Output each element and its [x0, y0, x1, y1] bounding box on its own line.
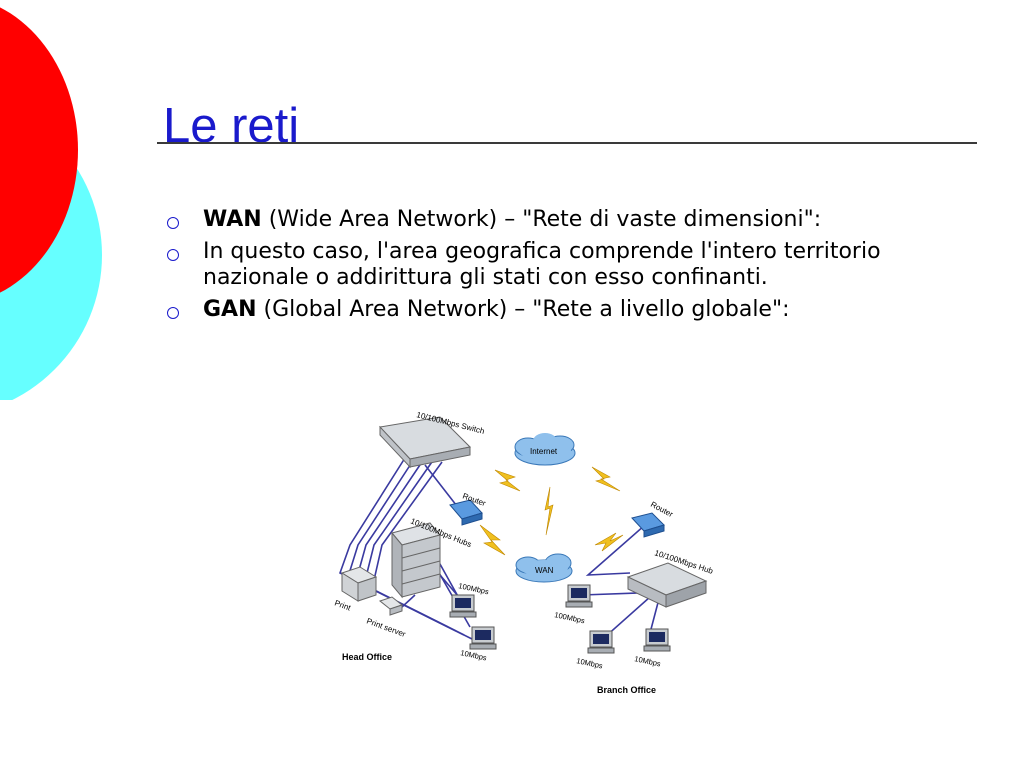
pc-left-100 [449, 594, 477, 618]
pc-right-100-label: 100Mbps [554, 610, 586, 625]
slide-title: Le reti [163, 99, 300, 153]
bullet-gan-term: GAN [203, 297, 257, 322]
lightning-bolts [479, 466, 624, 556]
printer-device [340, 566, 378, 602]
print-label: Print [333, 598, 352, 612]
wan-label: WAN [535, 566, 554, 575]
red-circle [0, 7, 78, 293]
pc-right-10-a-label: 10Mbps [576, 656, 604, 670]
bullet-area-text: In questo caso, l'area geografica compre… [203, 239, 881, 290]
pc-right-100 [565, 584, 593, 608]
title-divider [157, 142, 977, 144]
pc-right-10-b [643, 628, 671, 652]
router-left-device [449, 499, 483, 526]
bullet-wan-term: WAN [203, 207, 262, 232]
hubs-stack [391, 522, 441, 599]
bullet-gan-text: (Global Area Network) – "Rete a livello … [256, 297, 790, 322]
decorative-circles [0, 7, 102, 400]
pc-right-10-a [587, 630, 615, 654]
network-diagram: 10/100Mbps Switch 10/100Mbps Hubs Router… [333, 410, 714, 695]
bullet-gan: GAN (Global Area Network) – "Rete a live… [163, 297, 963, 323]
hub-right-device [626, 562, 708, 608]
wan-cloud [515, 553, 573, 583]
bullet-wan-text: (Wide Area Network) – "Rete di vaste dim… [261, 207, 822, 232]
pc-right-10-b-label: 10Mbps [634, 654, 662, 668]
bullet-list: WAN (Wide Area Network) – "Rete di vaste… [163, 207, 963, 329]
pc-left-10-label: 10Mbps [460, 648, 488, 662]
branch-office-label: Branch Office [597, 685, 656, 695]
print-server-label: Print server [365, 616, 407, 639]
pc-left-100-label: 100Mbps [458, 581, 490, 596]
internet-cloud [514, 433, 576, 466]
head-office-label: Head Office [342, 652, 392, 662]
pc-left-10 [469, 626, 497, 650]
router-right-device [631, 512, 665, 538]
bullet-area: In questo caso, l'area geografica compre… [163, 239, 963, 291]
print-server-device [378, 596, 404, 616]
switch-device [378, 416, 472, 469]
internet-label: Internet [530, 447, 558, 456]
bullet-wan: WAN (Wide Area Network) – "Rete di vaste… [163, 207, 963, 233]
